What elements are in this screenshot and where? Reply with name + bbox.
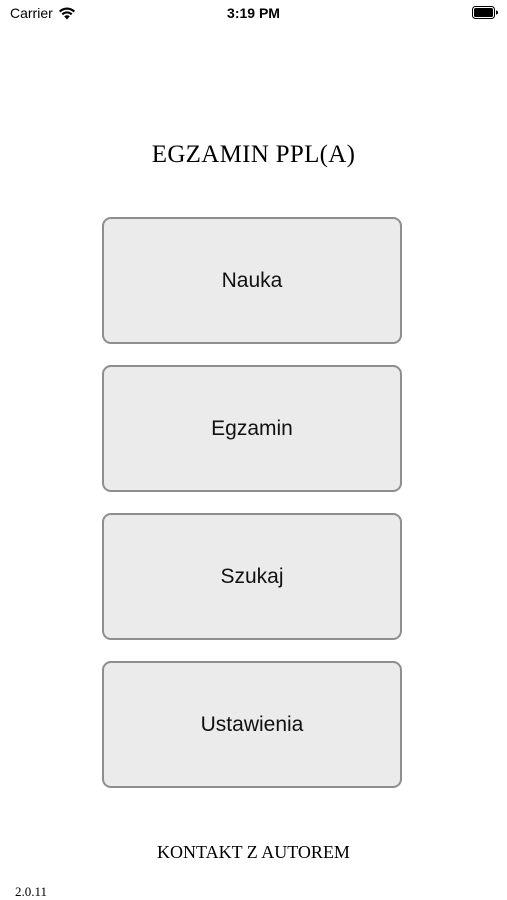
battery-icon — [472, 6, 498, 19]
carrier-label: Carrier — [10, 5, 53, 21]
carrier-indicator: Carrier — [10, 5, 76, 21]
status-bar: Carrier 3:19 PM — [0, 0, 507, 28]
exam-button[interactable]: Egzamin — [102, 365, 402, 492]
app-title: EGZAMIN PPL(A) — [151, 141, 356, 168]
learn-button-label: Nauka — [221, 268, 283, 292]
contact-author-link[interactable]: KONTAKT Z AUTOREM — [157, 842, 350, 862]
search-button[interactable]: Szukaj — [102, 513, 402, 640]
wifi-icon — [58, 7, 75, 20]
app-version: 2.0.11 — [15, 884, 48, 899]
settings-button-label: Ustawienia — [200, 712, 304, 736]
search-button-label: Szukaj — [220, 564, 284, 588]
settings-button[interactable]: Ustawienia — [102, 661, 402, 788]
status-time: 3:19 PM — [227, 5, 280, 21]
learn-button[interactable]: Nauka — [102, 217, 402, 344]
exam-button-label: Egzamin — [211, 416, 293, 440]
